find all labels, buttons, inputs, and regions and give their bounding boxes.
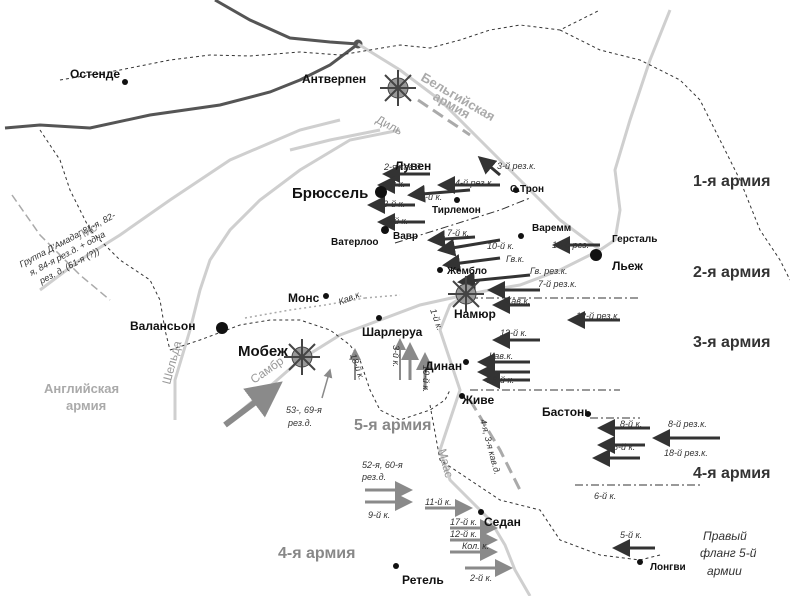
unit-kav2: Кав.к. (489, 351, 513, 361)
unit-rk18: 18-й рез.к. (664, 448, 708, 458)
city-brussels: Брюссель (292, 185, 368, 202)
fortress-antwerp (380, 70, 416, 106)
city-gembloux: Жембло (446, 265, 487, 277)
city-liege: Льеж (612, 259, 643, 273)
arrow-big-british (223, 381, 283, 428)
army-fourth-left: 4-я армия (278, 545, 355, 562)
unit-rd5369: 53-, 69-я (286, 405, 322, 415)
city-dots (122, 79, 643, 569)
group-label: Группа Д'Амада: 81-я, 82- я, 84-я рез.д.… (18, 210, 117, 286)
unit-k1: 1-й к. (428, 307, 445, 331)
road-dashed-2 (11, 194, 111, 301)
unit-k12a: 12-й к. (500, 328, 527, 338)
arrow-gvk (442, 254, 501, 273)
army-fifth: 5-я армия (354, 417, 431, 434)
city-dinant: Динан (425, 359, 462, 373)
unit-kav: Кав.к. (506, 296, 530, 306)
city-waremme: Варемм (532, 223, 571, 234)
city-wavre: Вавр (393, 231, 418, 242)
unit-k6: 6-й к. (594, 491, 616, 501)
city-longwy: Лонгви (650, 562, 686, 573)
unit-rk4: 4-й рез.к. (455, 178, 494, 188)
unit-rk8: 8-й рез.к. (668, 419, 707, 429)
army-british-2: армия (66, 398, 106, 413)
german-arrows (367, 156, 720, 557)
unit-gvrk: Гв. рез.к. (530, 266, 568, 276)
city-antwerp: Антверпен (302, 72, 366, 86)
unit-rd5260b: рез.д. (361, 472, 386, 482)
city-st-trond: С.Трон (510, 184, 544, 195)
army-fourth-right: 4-я армия (693, 465, 770, 482)
unit-rk12: 12-й рез.к (576, 311, 618, 321)
city-charleroi: Шарлеруа (362, 325, 423, 339)
city-labels: Остенде Антверпен Лувен Брюссель Ватерло… (70, 67, 686, 587)
city-sedan: Седан (484, 515, 521, 529)
city-leuven: Лувен (395, 159, 431, 173)
borders (39, 9, 790, 561)
unit-k12-4: 12-й к. (450, 529, 477, 539)
arrow-k10 (437, 238, 501, 257)
unit-rd5369b: рез.д. (287, 418, 312, 428)
city-mons: Монс (288, 291, 320, 305)
unit-k7: 7-й к. (447, 228, 469, 238)
unit-k10: 10-й к. (487, 241, 514, 251)
unit-k3: 3-й к. (383, 199, 405, 209)
city-herstal: Герсталь (612, 234, 657, 245)
fortress-namur (448, 276, 484, 312)
unit-k17: 17-й к. (450, 517, 477, 527)
city-tienen: Тирлемон (432, 205, 481, 216)
unit-rk3: 3-й рез.к. (497, 161, 536, 171)
unit-k9-4: 9-й к. (368, 510, 390, 520)
right-flank-1: Правый (703, 529, 747, 543)
city-waterloo: Ватерлоо (331, 237, 379, 248)
unit-k11: 11-й к. (425, 497, 452, 507)
unit-k3-5: 3-й к. (391, 345, 401, 367)
unit-kol: Кол. к. (462, 541, 489, 551)
city-namur: Намюр (454, 307, 496, 321)
right-flank-2: фланг 5-й (700, 546, 757, 560)
road-dashed (417, 98, 522, 491)
unit-k8: 8-й к. (620, 419, 642, 429)
army-second: 2-я армия (693, 264, 770, 281)
unit-kav-mons: Кав.к. (337, 288, 363, 306)
arrow-rk3 (477, 156, 501, 177)
city-maubeuge: Мобеж (238, 343, 288, 360)
unit-k5: 5-й к. (620, 530, 642, 540)
unit-k18-5: 18-й к. (348, 352, 367, 381)
army-third: 3-я армия (693, 334, 770, 351)
unit-k19: 19-й к. (487, 375, 514, 385)
city-rethel: Ретель (402, 573, 444, 587)
unit-gvk: Гв.к. (506, 254, 524, 264)
city-bastogne: Бастонь (542, 405, 592, 419)
city-ostende: Остенде (70, 67, 120, 81)
unit-k18: 18-й к. (608, 442, 635, 452)
unit-k2: 2-й к. (419, 192, 442, 202)
unit-k2-4: 2-й к. (469, 573, 492, 583)
unit-rk10: 10-й рез. (552, 240, 589, 250)
rivers (39, 9, 672, 596)
army-british-1: Английская (44, 381, 119, 396)
dotted-line (244, 294, 401, 319)
city-givet: Живе (461, 393, 494, 407)
unit-k10-5: 10-й к. (421, 365, 431, 392)
right-flank-3: армии (707, 564, 742, 578)
unit-rk7: 7-й рез.к. (538, 279, 577, 289)
unit-cav2: 2-я кав.д. (383, 162, 423, 172)
french-arrows (223, 338, 513, 577)
unit-rd5260: 52-я, 60-я (362, 460, 403, 470)
river-meuse: Маас (435, 447, 456, 479)
unit-k4: 4-й к. (383, 179, 405, 189)
coastline (4, 0, 363, 130)
unit-k9: 9-й к. (386, 216, 408, 226)
arrow-gvrk (457, 271, 531, 290)
fortress-maubeuge (284, 339, 320, 375)
army-first: 1-я армия (693, 173, 770, 190)
city-valenciennes: Валансьон (130, 319, 196, 333)
arrow-rd5369 (321, 368, 333, 399)
